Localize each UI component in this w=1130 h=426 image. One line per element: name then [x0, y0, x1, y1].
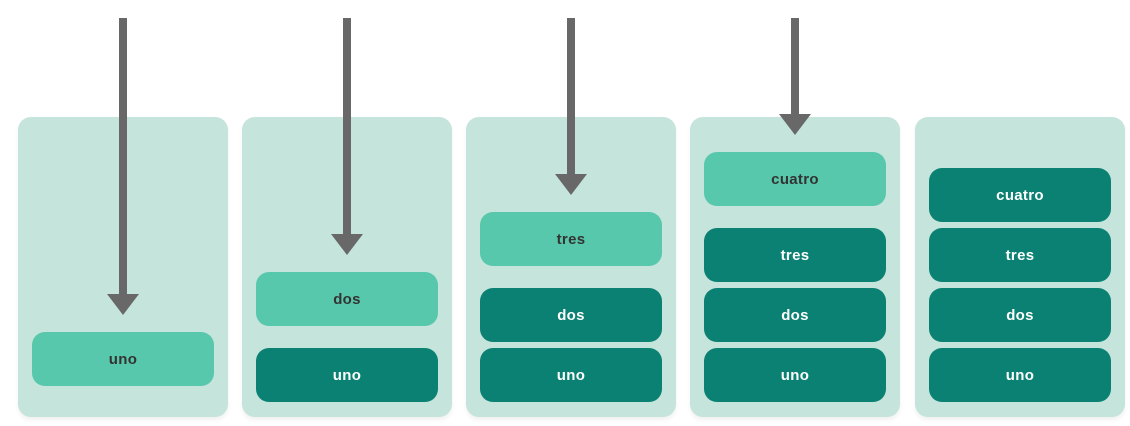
stack-item-label: dos: [557, 306, 585, 324]
push-arrow-shaft-icon: [119, 18, 127, 296]
stack-item-dos: dos: [256, 272, 438, 326]
stack-item-dos: dos: [480, 288, 662, 342]
stack-item-label: uno: [1005, 366, 1035, 384]
push-arrow-shaft-icon: [567, 18, 575, 176]
stack-item-label: tres: [1005, 246, 1035, 264]
stack-item-uno: uno: [480, 348, 662, 402]
stack-item-dos: dos: [929, 288, 1111, 342]
push-arrow-shaft-icon: [791, 18, 799, 116]
stack-item-uno: uno: [256, 348, 438, 402]
stack-item-label: cuatro: [996, 186, 1044, 204]
push-arrow-head-icon: [779, 114, 811, 135]
stack-item-label: uno: [556, 366, 586, 384]
push-arrow-head-icon: [555, 174, 587, 195]
stack-item-label: dos: [333, 290, 361, 308]
stack-item-tres: tres: [704, 228, 886, 282]
stack-item-label: tres: [780, 246, 810, 264]
stack-item-tres: tres: [480, 212, 662, 266]
stack-item-label: dos: [781, 306, 809, 324]
stack-item-label: uno: [108, 350, 138, 368]
stack-item-cuatro: cuatro: [929, 168, 1111, 222]
stack-item-label: cuatro: [771, 170, 819, 188]
stack-item-label: dos: [1006, 306, 1034, 324]
stack-item-uno: uno: [32, 332, 214, 386]
stack-item-label: uno: [332, 366, 362, 384]
stack-item-dos: dos: [704, 288, 886, 342]
stack-item-tres: tres: [929, 228, 1111, 282]
push-arrow-head-icon: [107, 294, 139, 315]
push-arrow-head-icon: [331, 234, 363, 255]
stack-item-cuatro: cuatro: [704, 152, 886, 206]
stack-item-uno: uno: [704, 348, 886, 402]
push-arrow-shaft-icon: [343, 18, 351, 236]
stack-item-uno: uno: [929, 348, 1111, 402]
stack-item-label: uno: [780, 366, 810, 384]
stack-item-label: tres: [556, 230, 586, 248]
